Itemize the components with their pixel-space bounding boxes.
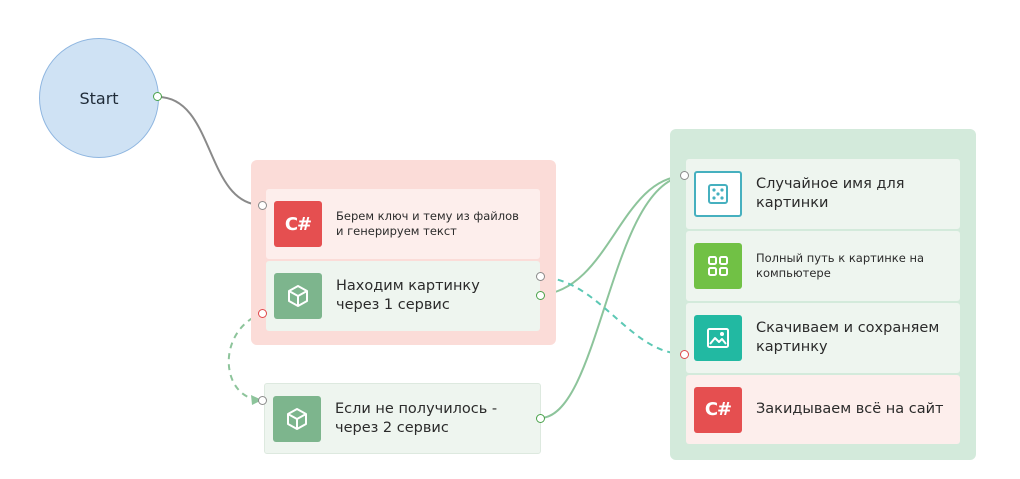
grid-icon	[694, 243, 742, 289]
start-output-port[interactable]	[153, 92, 162, 101]
block-find-image-1-label: Находим картинку через 1 сервис	[336, 278, 480, 313]
block-keys-text-input-port[interactable]	[258, 201, 267, 210]
block-find-image-2-label: Если не получилось - через 2 сервис	[335, 400, 498, 436]
wire-download-fail-back	[541, 276, 685, 355]
block-find-image-1-output-port[interactable]	[536, 291, 545, 300]
cube-icon	[273, 395, 321, 442]
block-find-image-1-return-port[interactable]	[536, 272, 545, 281]
block-random-name-label: Случайное имя для картинки	[756, 176, 905, 211]
block-download-image-label: Скачиваем и сохраняем картинку	[756, 320, 940, 355]
image-icon	[694, 315, 742, 361]
block-upload-site[interactable]: C# Закидываем всё на сайт	[686, 375, 960, 444]
block-download-image-error-port[interactable]	[680, 350, 689, 359]
block-find-image-2[interactable]: Если не получилось - через 2 сервис	[264, 383, 541, 454]
csharp-icon: C#	[274, 201, 322, 247]
wire-start-to-first-block	[157, 96, 263, 206]
block-find-image-1-error-port[interactable]	[258, 309, 267, 318]
wire-second-service-to-random-name	[539, 175, 685, 419]
block-keys-text-label: Берем ключ и тему из файлов и генерируем…	[336, 209, 519, 238]
csharp-icon: C#	[694, 386, 742, 433]
cube-icon	[274, 273, 322, 319]
dice-icon	[694, 171, 742, 217]
block-find-image-2-input-port[interactable]	[258, 396, 267, 405]
wire-arrowhead	[251, 395, 262, 405]
block-find-image-1[interactable]: Находим картинку через 1 сервис	[266, 261, 540, 331]
block-random-name-input-port[interactable]	[680, 171, 689, 180]
wire-fail-to-second-service	[227, 312, 264, 401]
block-find-image-2-output-port[interactable]	[536, 414, 545, 423]
start-node[interactable]: Start	[39, 38, 159, 158]
block-full-path-label: Полный путь к картинке на компьютере	[756, 251, 925, 280]
wire-first-service-to-random-name	[539, 175, 685, 296]
block-keys-text[interactable]: C# Берем ключ и тему из файлов и генерир…	[266, 189, 540, 259]
block-random-name[interactable]: Случайное имя для картинки	[686, 159, 960, 229]
block-full-path[interactable]: Полный путь к картинке на компьютере	[686, 231, 960, 301]
start-label: Start	[79, 88, 119, 108]
block-upload-site-label: Закидываем всё на сайт	[756, 401, 944, 418]
block-download-image[interactable]: Скачиваем и сохраняем картинку	[686, 303, 960, 373]
